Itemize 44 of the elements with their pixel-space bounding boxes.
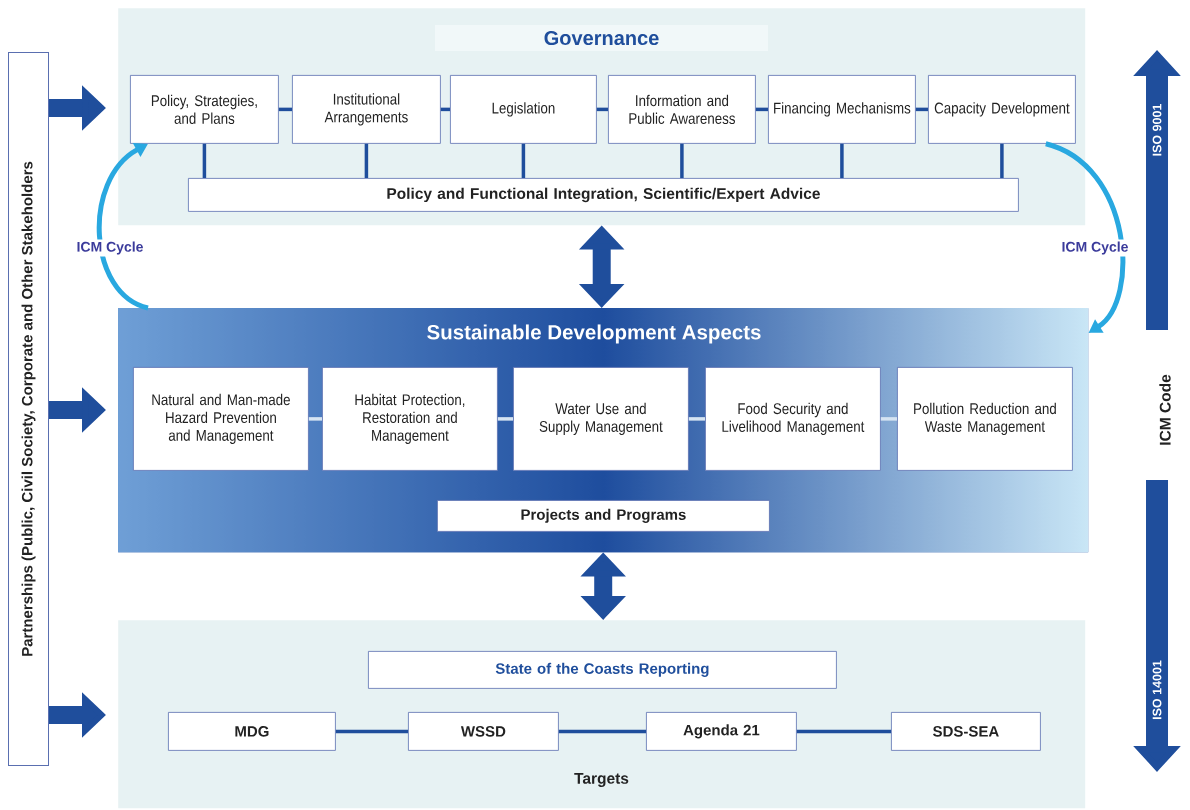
connector-line: [915, 107, 928, 112]
process-box: Food Security and Livelihood Management: [705, 367, 881, 471]
connector-line: [796, 729, 891, 734]
connector-line: [364, 143, 369, 178]
process-box: Capacity Development: [928, 75, 1076, 144]
reporting-box: State of the Coasts Reporting: [368, 651, 837, 689]
projects-box: Projects and Programs: [437, 500, 770, 532]
edge-label: ICM Cycle: [1059, 239, 1131, 257]
process-box: Information and Public Awareness: [608, 75, 756, 144]
connector-line: [558, 729, 646, 734]
connector-line: [521, 143, 526, 178]
integration-box: Policy and Functional Integration, Scientific/Expert Advice: [188, 178, 1019, 212]
arrow-label: ISO 9001: [1152, 103, 1162, 156]
connector-line: [1000, 143, 1004, 178]
connector-line: [840, 143, 844, 178]
connector-line: [755, 107, 768, 112]
target-box: WSSD: [408, 712, 559, 751]
connector-line: [688, 417, 705, 421]
process-box: Water Use and Supply Management: [513, 367, 689, 471]
process-box: Policy, Strategies, and Plans: [130, 75, 279, 144]
cycle-arrow: [96, 143, 149, 311]
arrow-label: ISO 14001: [1152, 660, 1162, 720]
process-box: Financing Mechanisms: [768, 75, 916, 144]
connector-line: [335, 729, 408, 734]
connector-line: [202, 143, 207, 178]
connector-line: [596, 107, 608, 112]
connector-line: [440, 107, 450, 112]
connector-line: [278, 107, 292, 112]
connector-line: [308, 417, 322, 421]
stakeholder-box: Partnerships (Public, Civil Society, Corporate and Other Stakeholders: [8, 52, 49, 766]
side-label: ICM Code: [1159, 374, 1171, 445]
connector-line: [497, 417, 513, 421]
connector-line: [880, 417, 897, 421]
process-box: Institutional Arrangements: [292, 75, 441, 144]
process-box: Habitat Protection, Restoration and Management: [322, 367, 498, 471]
edge-label: ICM Cycle: [74, 239, 146, 257]
target-box: Agenda 21: [646, 712, 797, 751]
process-box: Legislation: [450, 75, 597, 144]
process-box: Pollution Reduction and Waste Management: [897, 367, 1073, 471]
process-box: Natural and Man-made Hazard Prevention and Management: [133, 367, 309, 471]
target-box: MDG: [168, 712, 336, 751]
connector-line: [680, 143, 684, 178]
target-box: SDS-SEA: [891, 712, 1041, 751]
cycle-arrow: [1044, 141, 1126, 333]
